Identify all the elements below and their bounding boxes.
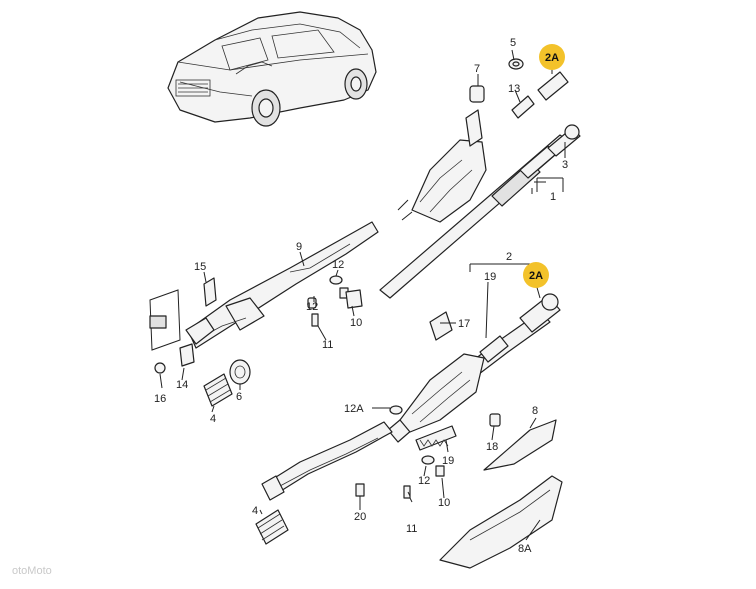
callout-12-top: 12 [332,259,344,271]
callout-12-bot: 12 [418,475,430,487]
callout-20: 20 [354,511,366,523]
callout-10-top: 10 [350,317,362,329]
rubber-boot-4-bottom [255,509,289,545]
callout-13: 13 [508,83,520,95]
callout-5: 5 [510,37,516,49]
upper-steering-shaft-assembly [379,58,581,299]
callout-10-bot: 10 [438,497,450,509]
callout-14: 14 [176,379,188,391]
trim-cover-8 [483,419,557,471]
callout-4-top: 4 [210,413,216,425]
callout-1: 1 [550,191,556,203]
lower-steering-column-assembly [255,293,563,569]
callout-3: 3 [562,159,568,171]
callout-11-bot: 11 [406,523,417,535]
callout-15: 15 [194,261,206,273]
mid-bracket-assembly [149,221,379,407]
callout-6: 6 [236,391,242,403]
car-illustration [167,11,377,127]
rubber-boot-4-top [203,373,233,407]
callout-2a-top: 2A [545,52,559,64]
trim-cover-8a [439,475,563,569]
highlight-2a-mid: 2A [523,262,549,288]
callout-12a: 12A [344,403,364,415]
callout-4-bot: 4 [252,505,258,517]
highlight-2a-top: 2A [539,44,565,70]
callout-2: 2 [506,251,512,263]
callout-8: 8 [532,405,538,417]
callout-18: 18 [486,441,498,453]
callout-12-mid: 12 [306,301,318,313]
callout-19-top: 19 [484,271,496,283]
callout-8a: 8A [518,543,532,555]
callout-16: 16 [154,393,166,405]
callout-11-top: 11 [322,339,333,351]
callout-19-bot: 19 [442,455,454,467]
callout-2a-mid: 2A [529,270,543,282]
callout-9: 9 [296,241,302,253]
callout-labels: 5 7 13 3 1 9 2 19 15 12 12 10 11 17 14 1… [154,37,568,555]
callout-7: 7 [474,63,480,75]
watermark: otoMoto [12,565,52,577]
callout-17: 17 [458,318,470,330]
